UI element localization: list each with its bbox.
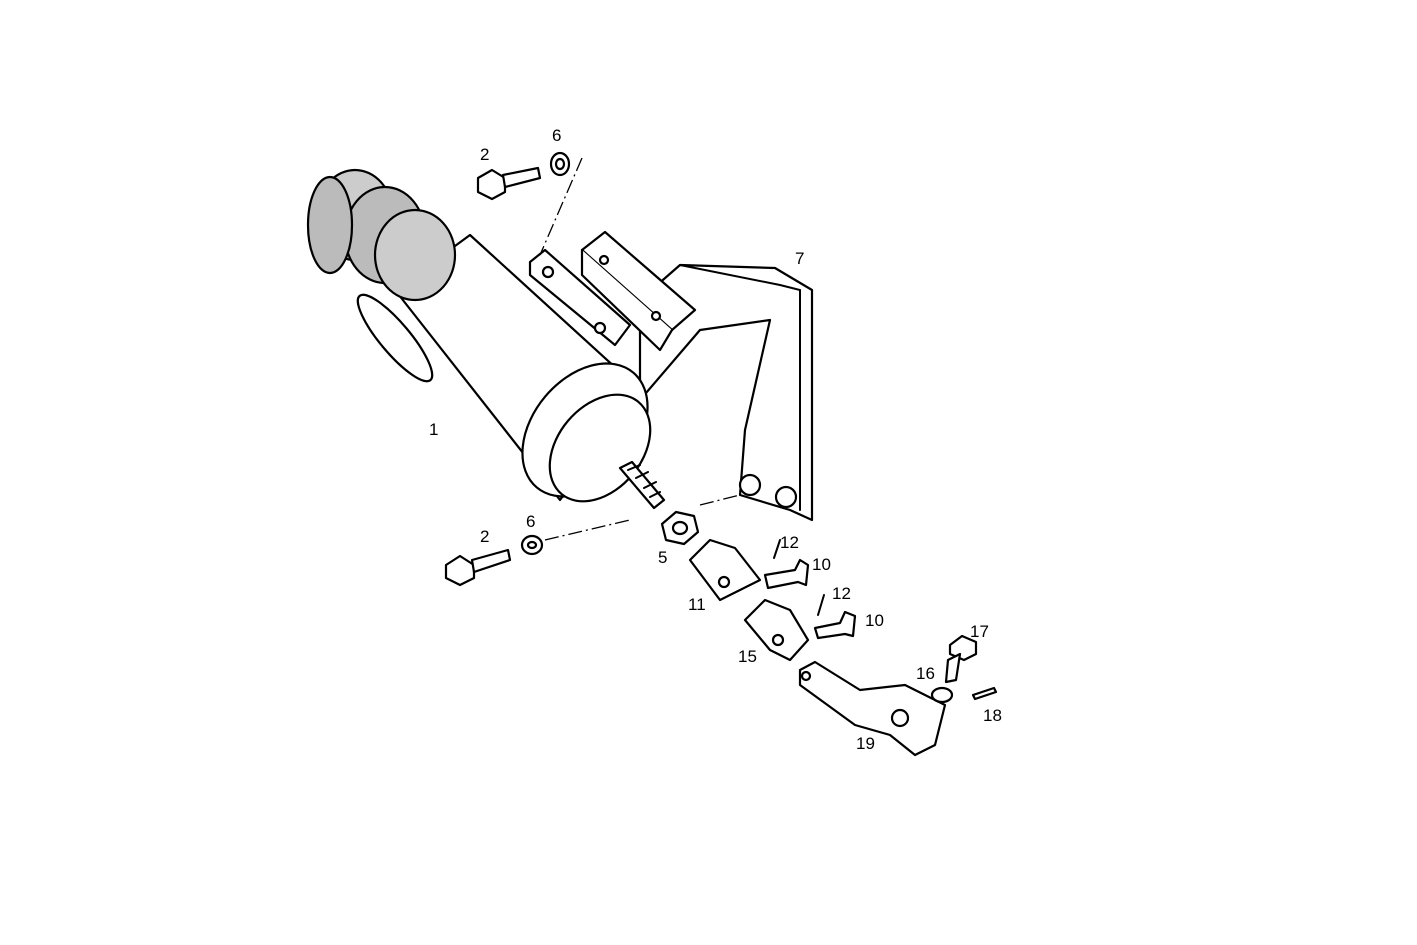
clevis-11-stroke xyxy=(688,538,762,602)
bolt-2-upper-stroke xyxy=(501,166,542,189)
rubber-boot-stroke xyxy=(306,175,354,275)
pins-10 xyxy=(763,558,857,640)
nut-5 xyxy=(660,510,700,546)
clevis-11-stroke xyxy=(717,575,731,589)
rubber-boot-stroke xyxy=(373,208,457,302)
mounting-bracket-stroke xyxy=(638,263,814,522)
mounting-bracket-stroke xyxy=(541,265,555,279)
mounting-bracket xyxy=(528,230,814,522)
nut-5-stroke xyxy=(671,520,689,536)
callout-16: 16 xyxy=(916,664,935,683)
clevis-15 xyxy=(743,598,810,662)
solenoid-body-stroke xyxy=(356,293,434,383)
key-18 xyxy=(971,686,998,701)
solenoid-body-stroke xyxy=(627,464,661,498)
callout-10-upper: 10 xyxy=(812,555,831,574)
callout-5: 5 xyxy=(658,548,668,567)
washer-6-lower-stroke xyxy=(526,540,538,550)
callout-7: 7 xyxy=(795,249,805,268)
bolt-2-lower-stroke xyxy=(444,554,476,587)
mounting-bracket-stroke xyxy=(738,473,762,497)
bolt-2-upper xyxy=(476,166,542,201)
cotter-pins-12-stroke xyxy=(773,539,825,616)
solenoid-body-stroke xyxy=(618,460,666,510)
callout-17: 17 xyxy=(970,622,989,641)
drawing-stroke xyxy=(539,157,741,541)
washer-6-upper xyxy=(549,151,571,177)
rubber-boot xyxy=(306,168,457,302)
clevis-11 xyxy=(688,538,762,602)
washer-16 xyxy=(930,686,954,704)
callout-1: 1 xyxy=(429,420,439,439)
key-18-stroke xyxy=(971,686,998,701)
bolt-17 xyxy=(944,634,978,684)
washer-6-upper-stroke xyxy=(554,157,566,171)
bolt-17-stroke xyxy=(944,652,962,684)
callout-12-upper: 12 xyxy=(780,533,799,552)
callout-10-lower: 10 xyxy=(865,611,884,630)
cotter-pins-12 xyxy=(773,539,825,616)
callout-11: 11 xyxy=(688,595,706,614)
mounting-bracket-stroke xyxy=(528,248,632,347)
pins-10-stroke xyxy=(813,610,857,640)
lever-19-stroke xyxy=(890,708,910,728)
callout-19: 19 xyxy=(856,734,875,753)
bolt-2-upper-stroke xyxy=(476,168,507,201)
washer-6-lower xyxy=(520,534,544,556)
mounting-bracket-stroke xyxy=(580,248,674,352)
bolt-2-lower xyxy=(444,548,512,587)
lever-19-stroke xyxy=(800,670,812,682)
mounting-bracket-stroke xyxy=(774,485,798,509)
solenoid-body xyxy=(356,233,666,510)
washer-16-stroke xyxy=(930,686,954,704)
lever-19-stroke xyxy=(798,660,947,757)
lever-19 xyxy=(798,660,947,757)
bolt-17-stroke xyxy=(948,634,978,662)
pins-10-stroke xyxy=(763,558,810,590)
mounting-bracket-stroke xyxy=(593,321,607,335)
mounting-bracket-stroke xyxy=(650,310,662,322)
callout-6-upper: 6 xyxy=(552,126,562,145)
callout-15: 15 xyxy=(738,647,757,666)
mounting-bracket-stroke xyxy=(598,254,610,266)
bolt-2-lower-stroke xyxy=(470,548,512,574)
mounting-bracket-stroke xyxy=(679,264,801,511)
callout-2-upper: 2 xyxy=(480,145,490,164)
callout-6-lower: 6 xyxy=(526,512,536,531)
callout-18: 18 xyxy=(983,706,1002,725)
callout-12-lower: 12 xyxy=(832,584,851,603)
clevis-15-stroke xyxy=(771,633,785,647)
callout-2-lower: 2 xyxy=(480,527,490,546)
clevis-15-stroke xyxy=(743,598,810,662)
